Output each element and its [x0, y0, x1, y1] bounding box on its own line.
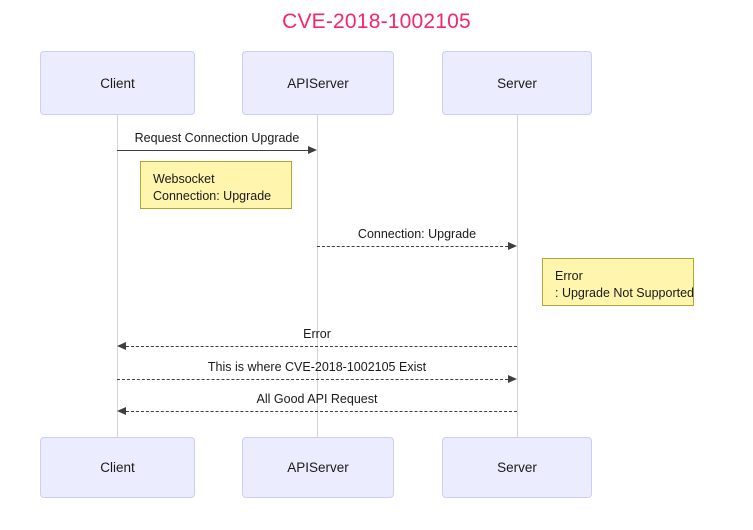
message-label-all-good-api-request: All Good API Request — [256, 392, 378, 406]
message-line-cve-exist — [117, 379, 508, 380]
note-line-1: Websocket — [153, 172, 215, 186]
note-error-upgrade-not-supported: Error : Upgrade Not Supported — [542, 258, 694, 306]
actor-label-apiserver-top: APIServer — [287, 75, 349, 91]
lifeline-client — [117, 115, 118, 439]
message-line-error — [126, 346, 517, 347]
lifeline-server — [517, 115, 518, 439]
arrowhead-right-connection-upgrade — [508, 241, 517, 250]
actor-label-client-top: Client — [100, 75, 135, 91]
actor-label-apiserver-bottom: APIServer — [287, 460, 349, 475]
actor-box-client-top[interactable]: Client — [40, 51, 195, 115]
arrowhead-right-cve-exist — [508, 374, 517, 383]
arrowhead-left-error — [117, 341, 126, 350]
arrowhead-right-request-connection-upgrade — [308, 145, 317, 154]
actor-label-server-bottom: Server — [497, 460, 537, 475]
actor-box-apiserver-top[interactable]: APIServer — [242, 51, 394, 115]
message-label-error: Error — [303, 327, 331, 341]
diagram-title: CVE-2018-1002105 — [282, 10, 471, 33]
note-websocket-connection-upgrade: Websocket Connection: Upgrade — [140, 161, 292, 209]
message-label-connection-upgrade: Connection: Upgrade — [357, 227, 477, 241]
note-line-1: Error — [555, 269, 583, 283]
note-line-2: : Upgrade Not Supported — [555, 286, 694, 300]
note-line-2: Connection: Upgrade — [153, 189, 272, 203]
message-line-all-good-api-request — [126, 411, 517, 412]
actor-box-apiserver-bottom[interactable]: APIServer — [242, 437, 394, 498]
actor-label-server-top: Server — [497, 75, 537, 91]
actor-label-client-bottom: Client — [100, 460, 135, 475]
actor-box-client-bottom[interactable]: Client — [40, 437, 195, 498]
arrowhead-left-all-good-api-request — [117, 406, 126, 415]
message-line-connection-upgrade — [317, 246, 508, 247]
message-label-cve-exist: This is where CVE-2018-1002105 Exist — [207, 360, 427, 374]
message-label-request-connection-upgrade: Request Connection Upgrade — [134, 131, 300, 145]
message-line-request-connection-upgrade — [117, 150, 308, 151]
lifeline-apiserver — [317, 115, 318, 439]
actor-box-server-bottom[interactable]: Server — [442, 437, 592, 498]
actor-box-server-top[interactable]: Server — [442, 51, 592, 115]
